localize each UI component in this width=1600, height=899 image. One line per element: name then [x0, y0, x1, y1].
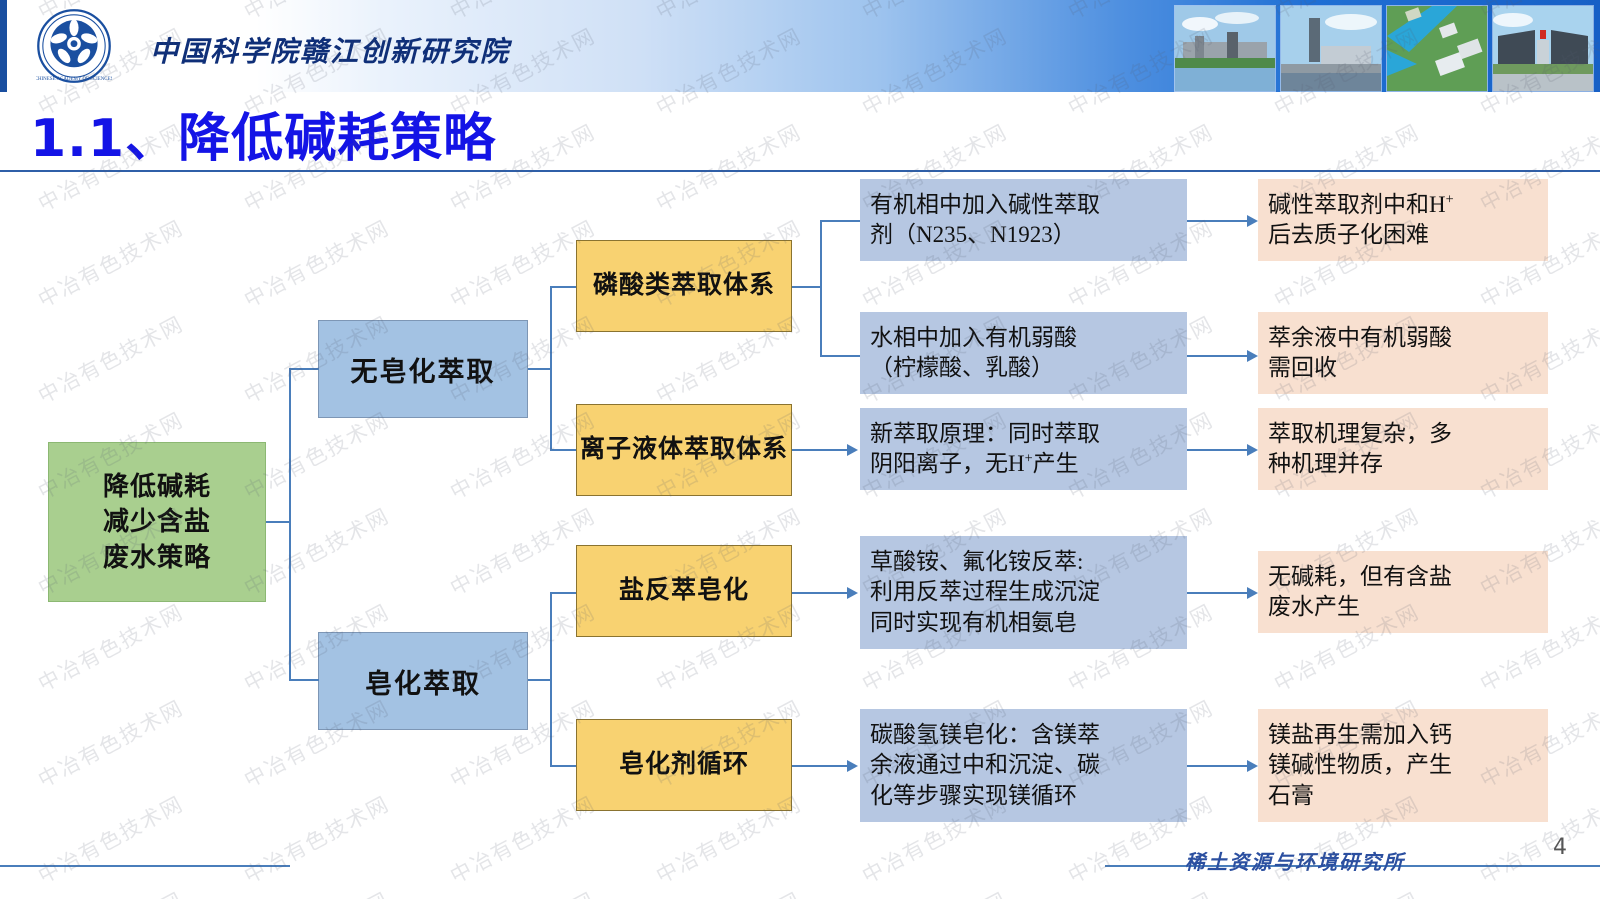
node-branch-saponification: 皂化萃取: [318, 632, 528, 730]
arrow-desc1-to-outcome1: [1247, 215, 1258, 227]
strategy-flow-diagram: 降低碱耗 减少含盐 废水策略 无皂化萃取 皂化萃取 磷酸类萃取体系 离子液体萃取…: [0, 172, 1600, 832]
arrow-desc4-to-outcome4: [1247, 587, 1258, 599]
header-left-stripe: [0, 0, 7, 92]
arrow-desc3-to-outcome3: [1247, 444, 1258, 456]
node-outcome-saline-wastewater: 无碱耗，但有含盐 废水产生: [1258, 551, 1548, 633]
connector-desc3-to-outcome3: [1187, 449, 1247, 451]
outcome5-line-2: 镁碱性物质，产生: [1268, 752, 1452, 778]
desc4-line-1: 草酸铵、氟化铵反萃:: [870, 548, 1084, 574]
node-desc-magnesium-bicarbonate: 碳酸氢镁皂化：含镁萃 余液通过中和沉淀、碳 化等步骤实现镁循环: [860, 709, 1187, 822]
desc1-line-2: 剂（N235、N1923）: [870, 222, 1076, 247]
node-desc-alkaline-extractant: 有机相中加入碱性萃取 剂（N235、N1923）: [860, 179, 1187, 261]
desc5-line-2: 余液通过中和沉淀、碳: [870, 752, 1100, 778]
desc3-line-1: 新萃取原理：同时萃取: [870, 420, 1100, 446]
desc5-line-1: 碳酸氢镁皂化：含镁萃: [870, 721, 1100, 747]
cas-logo: CHINESE ACADEMY OF SCIENCES: [36, 8, 112, 84]
outcome5-line-1: 镁盐再生需加入钙: [1268, 721, 1452, 747]
outcome4-line-2: 废水产生: [1268, 594, 1360, 619]
outcome1-line-1: 碱性萃取剂中和H+: [1268, 190, 1454, 217]
node-method-salt-stripping-saponification: 盐反萃皂化: [576, 545, 792, 637]
node-outcome-gypsum-generation: 镁盐再生需加入钙 镁碱性物质，产生 石膏: [1258, 709, 1548, 822]
campus-photo-aerial: [1386, 5, 1488, 92]
connector-desc4-to-outcome4: [1187, 592, 1247, 594]
institute-name: 中国科学院赣江创新研究院: [150, 37, 511, 68]
connector-desc1-to-outcome1: [1187, 220, 1247, 222]
connector-method1-to-desc2: [820, 355, 860, 357]
page-number: 4: [1553, 835, 1567, 860]
footer-rule-left: [0, 865, 290, 867]
node-root-line-2: 减少含盐: [102, 507, 211, 537]
node-desc-new-extraction-principle: 新萃取原理：同时萃取 阴阳离子，无H+产生: [860, 408, 1187, 490]
outcome4-line-1: 无碱耗，但有含盐: [1268, 563, 1452, 589]
node-outcome-acid-recovery: 萃余液中有机弱酸 需回收: [1258, 312, 1548, 394]
campus-photo-tower: [1280, 5, 1382, 92]
campus-photo-riverside: [1174, 5, 1276, 92]
node-method-saponifier-recycling: 皂化剂循环: [576, 719, 792, 811]
arrow-method3-to-desc4: [847, 587, 858, 599]
desc4-line-3: 同时实现有机相氨皂: [870, 609, 1077, 635]
node-desc-weak-organic-acid: 水相中加入有机弱酸 （柠檬酸、乳酸）: [860, 312, 1187, 394]
campus-photo-main-building: [1492, 5, 1594, 92]
node-outcome-complex-mechanism: 萃取机理复杂，多 种机理并存: [1258, 408, 1548, 490]
connector-branch1-to-method2: [550, 449, 576, 451]
outcome1-line-2: 后去质子化困难: [1268, 222, 1429, 247]
outcome5-line-3: 石膏: [1268, 782, 1314, 808]
header-photo-strip: [1174, 5, 1600, 92]
outcome3-line-2: 种机理并存: [1268, 451, 1383, 476]
node-method-phosphoric-extraction-system: 磷酸类萃取体系: [576, 240, 792, 332]
connector-method1-vertical: [820, 220, 822, 356]
svg-text:CHINESE ACADEMY OF SCIENCES: CHINESE ACADEMY OF SCIENCES: [36, 77, 112, 82]
connector-method1-stem: [792, 286, 820, 288]
connector-root-stem: [266, 521, 290, 523]
arrow-desc2-to-outcome2: [1247, 350, 1258, 362]
desc1-line-1: 有机相中加入碱性萃取: [870, 191, 1100, 217]
footer-rule-right: [1105, 865, 1600, 867]
desc4-line-2: 利用反萃过程生成沉淀: [870, 579, 1100, 605]
arrow-method4-to-desc5: [847, 760, 858, 772]
node-method-ionic-liquid-extraction-system: 离子液体萃取体系: [576, 404, 792, 496]
connector-branch1-vertical: [550, 286, 552, 450]
slide-footer: 稀土资源与环境研究所 4: [0, 835, 1600, 899]
desc5-line-3: 化等步骤实现镁循环: [870, 782, 1077, 808]
node-desc-ammonium-stripping: 草酸铵、氟化铵反萃: 利用反萃过程生成沉淀 同时实现有机相氨皂: [860, 536, 1187, 649]
connector-root-vertical: [289, 368, 291, 680]
node-root: 降低碱耗 减少含盐 废水策略: [48, 442, 266, 602]
node-outcome-deprotonation-difficulty: 碱性萃取剂中和H+ 后去质子化困难: [1258, 179, 1548, 261]
arrow-method2-to-desc3: [847, 444, 858, 456]
connector-branch1-stem: [528, 368, 550, 370]
outcome2-line-2: 需回收: [1268, 355, 1337, 380]
connector-method4-to-desc5: [792, 765, 847, 767]
connector-method1-to-desc1: [820, 220, 860, 222]
node-branch-no-saponification: 无皂化萃取: [318, 320, 528, 418]
title-divider: [0, 170, 1600, 172]
slide-header: CHINESE ACADEMY OF SCIENCES 中国科学院赣江创新研究院: [0, 0, 1600, 92]
page-title: 1.1、降低碱耗策略: [30, 109, 497, 169]
outcome3-line-1: 萃取机理复杂，多: [1268, 420, 1452, 446]
connector-desc2-to-outcome2: [1187, 355, 1247, 357]
desc2-line-1: 水相中加入有机弱酸: [870, 324, 1077, 350]
connector-method3-to-desc4: [792, 592, 847, 594]
connector-branch2-to-method3: [550, 592, 576, 594]
connector-branch2-stem: [528, 679, 550, 681]
desc2-line-2: （柠檬酸、乳酸）: [870, 355, 1054, 380]
outcome2-line-1: 萃余液中有机弱酸: [1268, 324, 1452, 350]
node-root-line-1: 降低碱耗: [102, 472, 211, 502]
node-root-line-3: 废水策略: [102, 542, 211, 572]
connector-desc5-to-outcome5: [1187, 765, 1247, 767]
arrow-desc5-to-outcome5: [1247, 760, 1258, 772]
connector-branch2-vertical: [550, 592, 552, 766]
connector-branch2-to-method4: [550, 765, 576, 767]
footer-institute-name: 稀土资源与环境研究所: [1185, 852, 1405, 874]
connector-method2-to-desc3: [792, 449, 847, 451]
connector-root-to-branch-2: [289, 679, 319, 681]
connector-branch1-to-method1: [550, 286, 576, 288]
connector-root-to-branch-1: [289, 368, 319, 370]
desc3-line-2: 阴阳离子，无H+产生: [870, 450, 1079, 476]
